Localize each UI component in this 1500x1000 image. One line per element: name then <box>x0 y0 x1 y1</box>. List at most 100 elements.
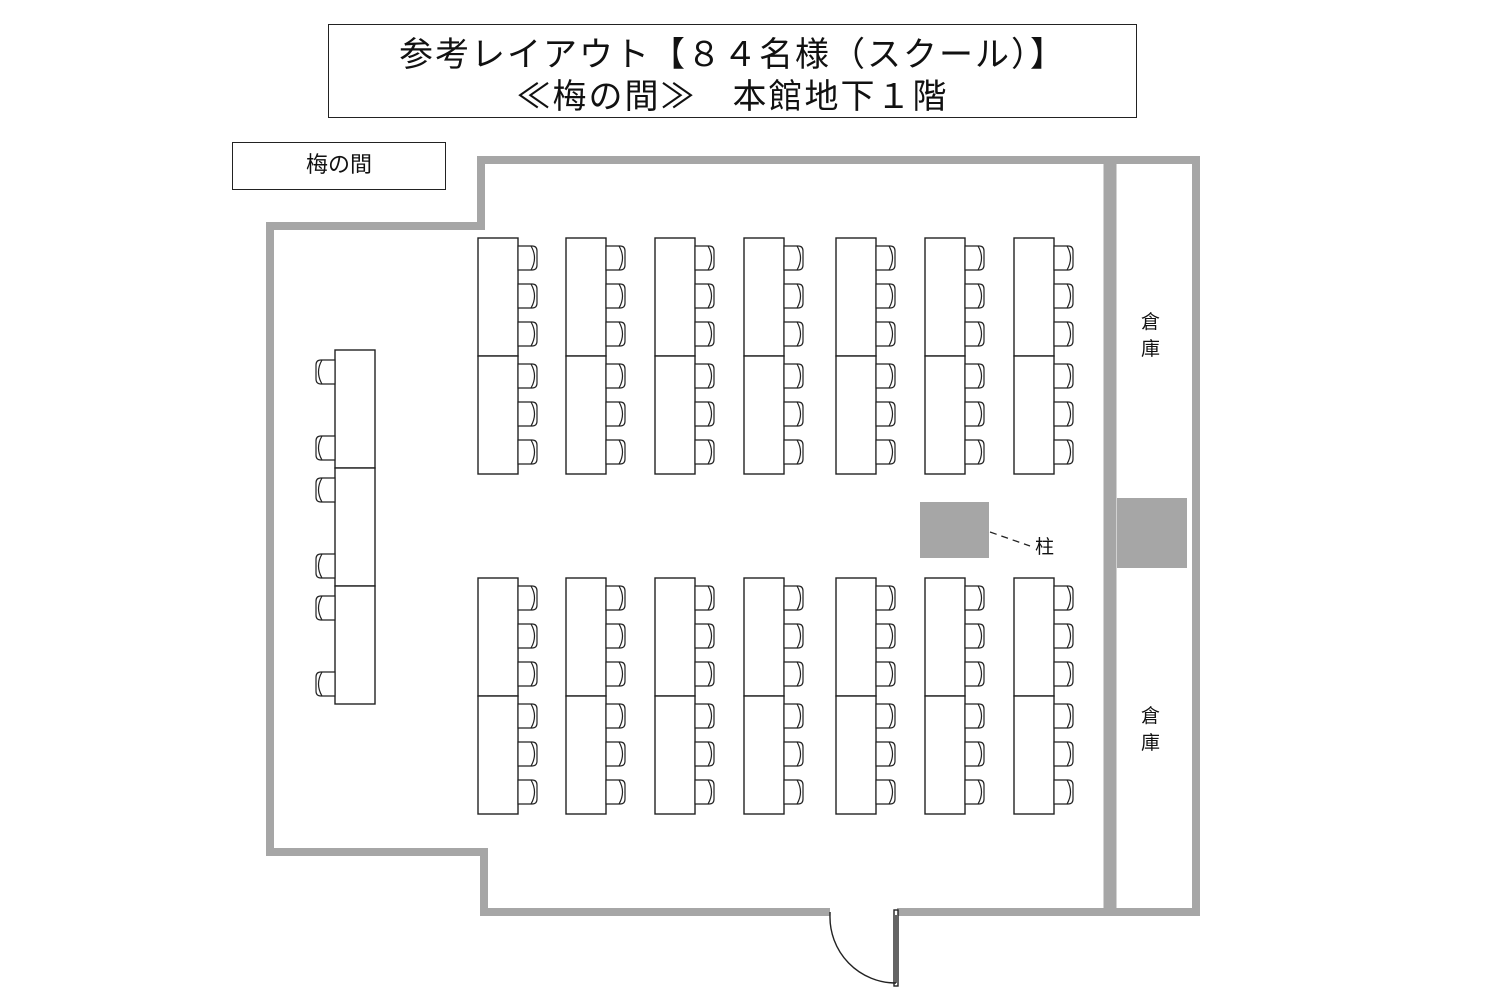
chair <box>605 585 626 611</box>
desk <box>835 237 877 357</box>
chair <box>605 779 626 805</box>
desk <box>743 695 785 815</box>
head-table-chair <box>315 477 336 503</box>
head-table-chair <box>315 671 336 697</box>
chair <box>964 321 985 347</box>
chair <box>1053 703 1074 729</box>
chair <box>605 245 626 271</box>
chair <box>694 401 715 427</box>
desk <box>743 355 785 475</box>
room-name-label: 梅の間 <box>232 142 446 190</box>
chair <box>694 245 715 271</box>
chair <box>517 585 538 611</box>
desk <box>924 695 966 815</box>
chair <box>964 363 985 389</box>
chair <box>1053 779 1074 805</box>
chair <box>875 585 896 611</box>
desk <box>654 355 696 475</box>
chair <box>1053 661 1074 687</box>
partition-pillar <box>1117 498 1187 568</box>
chair <box>875 321 896 347</box>
desk <box>565 237 607 357</box>
desk <box>835 695 877 815</box>
storage-label-2-char-2: 庫 <box>1141 732 1160 754</box>
head-table-chair <box>315 435 336 461</box>
chair <box>517 401 538 427</box>
entrance-door[interactable] <box>829 909 899 987</box>
page-subtitle: ≪梅の間≫ 本館地下１階 <box>516 77 949 117</box>
desk <box>835 577 877 697</box>
chair <box>694 585 715 611</box>
chair <box>1053 439 1074 465</box>
desk <box>477 577 519 697</box>
desk <box>654 237 696 357</box>
chair <box>605 703 626 729</box>
chair <box>875 439 896 465</box>
desk <box>924 237 966 357</box>
chair <box>783 245 804 271</box>
desk <box>477 237 519 357</box>
chair <box>875 703 896 729</box>
desk <box>654 577 696 697</box>
chair <box>783 779 804 805</box>
wall-lower-left <box>305 848 830 916</box>
chair <box>694 439 715 465</box>
chair <box>694 703 715 729</box>
chair <box>964 401 985 427</box>
chair <box>875 779 896 805</box>
pillar-leader-line <box>989 531 1031 547</box>
chair <box>875 623 896 649</box>
head-table-desk <box>334 585 376 705</box>
chair <box>517 623 538 649</box>
desk <box>565 355 607 475</box>
chair <box>694 623 715 649</box>
chair <box>1053 623 1074 649</box>
desk <box>654 695 696 815</box>
chair <box>783 703 804 729</box>
chair <box>517 321 538 347</box>
desk <box>1013 577 1055 697</box>
chair <box>517 245 538 271</box>
chair <box>875 401 896 427</box>
chair <box>875 661 896 687</box>
chair <box>783 363 804 389</box>
chair <box>605 401 626 427</box>
desk <box>477 355 519 475</box>
pillar <box>920 502 989 558</box>
chair <box>783 623 804 649</box>
chair <box>1053 245 1074 271</box>
desk <box>1013 695 1055 815</box>
chair <box>964 283 985 309</box>
desk <box>835 355 877 475</box>
chair <box>517 439 538 465</box>
storage-label-1-char-1: 倉 <box>1141 311 1160 333</box>
chair <box>964 703 985 729</box>
desk <box>924 355 966 475</box>
head-table-chair <box>315 553 336 579</box>
pillar-label: 柱 <box>1035 536 1054 558</box>
title-box: 参考レイアウト【８４名様（スクール）】 ≪梅の間≫ 本館地下１階 <box>328 24 1137 118</box>
chair <box>517 283 538 309</box>
wall-main <box>266 156 1200 916</box>
chair <box>605 439 626 465</box>
chair <box>605 321 626 347</box>
head-table-chair <box>315 595 336 621</box>
room-walls <box>266 156 1200 916</box>
chair <box>964 741 985 767</box>
desk <box>1013 237 1055 357</box>
chair <box>1053 741 1074 767</box>
chair <box>783 283 804 309</box>
desk <box>477 695 519 815</box>
desk-layout <box>477 237 1074 815</box>
chair <box>1053 401 1074 427</box>
chair <box>964 661 985 687</box>
chair <box>1053 321 1074 347</box>
chair <box>694 779 715 805</box>
chair <box>875 741 896 767</box>
chair <box>605 363 626 389</box>
chair <box>964 439 985 465</box>
storage-label-1-char-2: 庫 <box>1141 338 1160 360</box>
page-title: 参考レイアウト【８４名様（スクール）】 <box>399 35 1066 75</box>
chair <box>783 585 804 611</box>
